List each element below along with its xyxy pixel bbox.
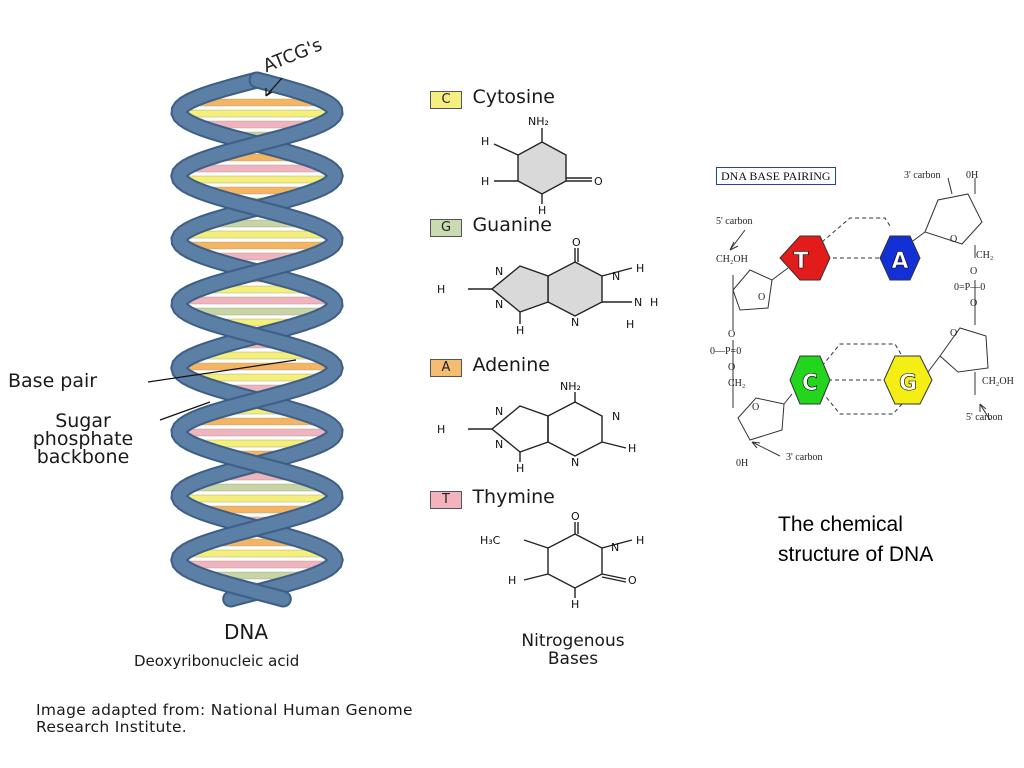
backbone-label-line3: backbone xyxy=(36,446,130,468)
backbone-strand-2 xyxy=(172,73,342,606)
thymine-o2: O xyxy=(628,574,637,587)
three-carbon-bottom: 3' carbon xyxy=(786,452,823,463)
dna-title: DNA xyxy=(224,620,269,644)
o-top-left: O xyxy=(758,292,765,303)
o-right2: O xyxy=(970,298,977,309)
backbone-label: Sugar phosphate backbone xyxy=(4,410,162,468)
o-left1: O xyxy=(728,329,735,340)
thymine-h2: H xyxy=(571,598,579,611)
guanine-h1: H xyxy=(636,262,644,275)
five-carbon-right: 5' carbon xyxy=(966,412,1003,423)
base-pair-label: Base pair xyxy=(8,370,98,392)
p-right: 0=P—0 xyxy=(954,282,985,293)
base-name-guanine: Guanine xyxy=(472,214,552,236)
base-hex-c xyxy=(789,355,831,405)
letter-t: T xyxy=(793,249,808,274)
oh-top: 0H xyxy=(966,170,978,181)
cytosine-h-left1: H xyxy=(481,135,489,148)
o-bottom-left: O xyxy=(752,402,759,413)
base-name-thymine: Thymine xyxy=(472,486,555,508)
base-chip-g: G xyxy=(430,219,462,237)
thymine-h3: H xyxy=(508,574,516,587)
p-left: 0—P=0 xyxy=(710,346,741,357)
base-chip-a: A xyxy=(430,359,462,377)
guanine-h3: H xyxy=(626,318,634,331)
adenine-n3: N xyxy=(495,405,503,418)
chemical-structure-caption: The chemical structure of DNA xyxy=(778,510,933,570)
base-hex-a xyxy=(879,235,921,281)
thymine-o1: O xyxy=(571,510,580,523)
credit-line2: Research Institute. xyxy=(36,718,188,736)
ch2oh-right: CH₂OH xyxy=(982,376,1014,387)
letter-g: G xyxy=(899,371,917,396)
base-name-cytosine: Cytosine xyxy=(472,86,555,108)
thymine-h1: H xyxy=(636,534,644,547)
base-header-cytosine: C Cytosine xyxy=(430,86,555,109)
cytosine-o: O xyxy=(594,175,603,188)
base-header-thymine: T Thymine xyxy=(430,486,555,509)
adenine-n4: N xyxy=(495,438,503,451)
backbone-label-line1: Sugar xyxy=(55,410,111,432)
three-carbon-top: 3' carbon xyxy=(904,170,941,181)
guanine-h5: H xyxy=(516,324,524,337)
image-credit: Image adapted from: National Human Genom… xyxy=(36,702,413,736)
letter-a: A xyxy=(891,249,908,274)
credit-line1: Image adapted from: National Human Genom… xyxy=(36,701,413,719)
nitrogenous-caption-line2: Bases xyxy=(547,649,599,669)
adenine-n1: N xyxy=(612,410,620,423)
nitrogenous-caption-line1: Nitrogenous xyxy=(521,631,625,651)
ch2oh-left: CH₂OH xyxy=(716,254,748,265)
guanine-o: O xyxy=(572,236,581,249)
base-header-adenine: A Adenine xyxy=(430,354,550,377)
o-top-right: O xyxy=(950,234,957,245)
oh-bottom: 0H xyxy=(736,458,748,469)
guanine-n3: N xyxy=(571,316,579,329)
adenine-h2: H xyxy=(437,423,445,436)
caption-line2: structure of DNA xyxy=(778,543,934,566)
base-hex-t xyxy=(779,235,831,281)
guanine-n4: N xyxy=(495,265,503,278)
guanine-h2: H xyxy=(650,296,658,309)
base-chip-c: C xyxy=(430,91,462,109)
thymine-n1: N xyxy=(611,541,619,554)
atcg-arrow xyxy=(265,77,283,97)
base-name-adenine: Adenine xyxy=(472,354,550,376)
dna-subtitle: Deoxyribonucleic acid xyxy=(134,652,300,670)
five-carbon-left: 5' carbon xyxy=(716,216,753,227)
guanine-h4: H xyxy=(437,283,445,296)
adenine-h1: H xyxy=(628,442,636,455)
o-bottom-right: O xyxy=(950,328,957,339)
o-right1: O xyxy=(970,266,977,277)
base-header-guanine: G Guanine xyxy=(430,214,552,237)
ch2-left: CH₂ xyxy=(728,378,745,389)
base-pair-pointer xyxy=(147,359,297,383)
cytosine-nh2: NH₂ xyxy=(528,115,549,128)
caption-line1: The chemical xyxy=(778,513,903,536)
adenine-h3: H xyxy=(516,462,524,475)
guanine-n1: N xyxy=(612,270,620,283)
adenine-n2: N xyxy=(571,456,579,469)
base-chip-t: T xyxy=(430,491,462,509)
backbone-pointer xyxy=(159,401,211,421)
base-hex-g xyxy=(883,355,933,405)
ch2-top-right: CH₂ xyxy=(976,250,993,261)
backbone-label-line2: phosphate xyxy=(32,428,134,450)
cytosine-h-bottom: H xyxy=(538,204,546,217)
letter-c: C xyxy=(802,371,818,396)
thymine-h3c: H₃C xyxy=(480,534,501,547)
base-pairing-title: DNA BASE PAIRING xyxy=(716,167,836,185)
nitrogenous-bases-caption: Nitrogenous Bases xyxy=(478,632,668,668)
cytosine-h-left2: H xyxy=(481,175,489,188)
o-left2: O xyxy=(728,362,735,373)
guanine-n2: N xyxy=(634,296,642,309)
adenine-nh2: NH₂ xyxy=(560,380,581,393)
guanine-n5: N xyxy=(495,298,503,311)
